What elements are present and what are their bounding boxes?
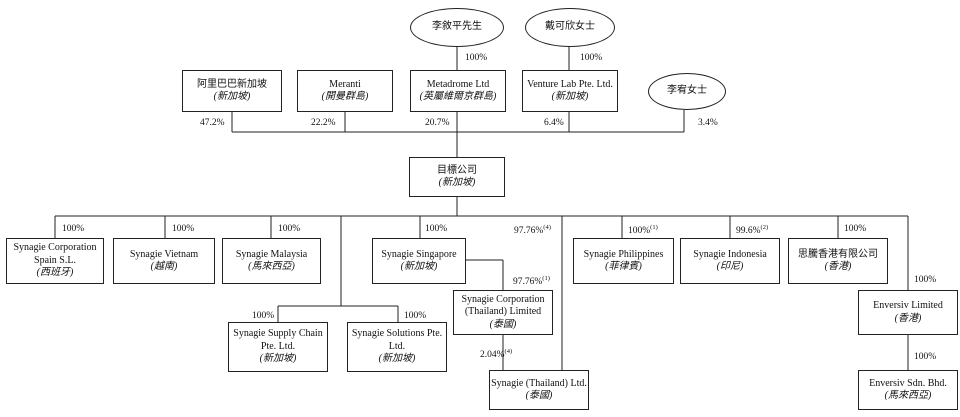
subsidiary-thailand-corp: Synagie Corporation (Thailand) Limited (… xyxy=(453,290,553,335)
node-place: (香港) xyxy=(824,261,852,272)
node-name: Synagie Corporation Spain S.L. xyxy=(13,242,97,266)
node-name: Synagie Vietnam xyxy=(129,248,199,260)
target-company: 目標公司 (新加坡) xyxy=(409,157,505,197)
subsidiary-hk: 思騰香港有限公司 (香港) xyxy=(788,238,888,284)
node-place: (開曼群島) xyxy=(321,91,369,102)
node-place: (泰國) xyxy=(525,390,553,401)
node-name: Synagie Supply Chain Pte. Ltd. xyxy=(233,328,323,352)
pct-vietnam: 100% xyxy=(172,224,195,234)
node-name: Synagie Philippines xyxy=(583,248,664,260)
shareholder-metadrome: Metadrome Ltd (英屬維爾京群島) xyxy=(410,70,506,112)
node-name: Meranti xyxy=(329,78,361,90)
pct-alibaba: 47.2% xyxy=(200,118,225,128)
node-name: 戴可欣女士 xyxy=(545,21,595,33)
subsidiary-singapore: Synagie Singapore (新加坡) xyxy=(372,238,466,284)
node-place: (英屬維爾京群島) xyxy=(419,91,497,102)
pct-dai-to-venture: 100% xyxy=(580,53,603,63)
footnote-ref: (4) xyxy=(504,348,513,355)
pct-li-you: 3.4% xyxy=(698,118,718,128)
node-name: Synagie Singapore xyxy=(381,248,457,260)
node-place: (馬來西亞) xyxy=(884,390,932,401)
shareholder-venture-lab: Venture Lab Pte. Ltd. (新加坡) xyxy=(522,70,618,112)
pct-value: 97.76% xyxy=(514,226,544,237)
pct-li-to-metadrome: 100% xyxy=(465,53,488,63)
subsidiary-thailand-ltd: Synagie (Thailand) Ltd. (泰國) xyxy=(489,370,589,410)
pct-meranti: 22.2% xyxy=(311,118,336,128)
footnote-ref: (2) xyxy=(760,224,769,231)
node-name: Enversiv Limited xyxy=(873,300,943,311)
node-name: Metadrome Ltd xyxy=(426,78,490,90)
subsidiary-supply-chain: Synagie Supply Chain Pte. Ltd. (新加坡) xyxy=(228,322,328,372)
shareholder-li-you: 李宥女士 xyxy=(648,73,726,110)
subsidiary-spain: Synagie Corporation Spain S.L. (西班牙) xyxy=(6,238,104,284)
node-name: 李宥女士 xyxy=(667,85,707,97)
subsidiary-malaysia: Synagie Malaysia (馬來西亞) xyxy=(222,238,321,284)
shareholder-meranti: Meranti (開曼群島) xyxy=(297,70,393,112)
subsidiary-vietnam: Synagie Vietnam (越南) xyxy=(113,238,215,284)
subsidiary-indonesia: Synagie Indonesia (印尼) xyxy=(680,238,780,284)
pct-value: 100% xyxy=(628,226,651,237)
pct-metadrome: 20.7% xyxy=(425,118,450,128)
pct-venture-lab: 6.4% xyxy=(544,118,564,128)
shareholder-alibaba-sg: 阿里巴巴新加坡 (新加坡) xyxy=(182,70,282,112)
footnote-ref: (1) xyxy=(542,275,550,282)
node-name: Venture Lab Pte. Ltd. xyxy=(527,78,613,90)
subsidiary-solutions: Synagie Solutions Pte. Ltd. (新加坡) xyxy=(347,322,447,372)
pct-thailand-ltd-via-corp: 2.04%(4) xyxy=(480,348,512,360)
node-place: (菲律賓) xyxy=(605,261,642,272)
subsidiary-enversiv: Enversiv Limited (香港) xyxy=(858,290,958,335)
pct-hk: 100% xyxy=(844,224,867,234)
pct-indonesia: 99.6%(2) xyxy=(736,224,768,236)
node-place: (新加坡) xyxy=(400,261,438,272)
pct-enversiv: 100% xyxy=(914,275,937,285)
pct-spain: 100% xyxy=(62,224,85,234)
pct-value: 97.76% xyxy=(513,277,543,288)
node-place: (西班牙) xyxy=(36,267,74,279)
pct-solutions: 100% xyxy=(404,311,427,321)
pct-enversiv-sdn: 100% xyxy=(914,352,937,362)
node-place: (香港) xyxy=(894,312,922,324)
node-name: Synagie Solutions Pte. Ltd. xyxy=(351,328,443,352)
node-name: 阿里巴巴新加坡 xyxy=(197,78,267,90)
node-place: (新加坡) xyxy=(259,353,297,365)
subsidiary-philippines: Synagie Philippines (菲律賓) xyxy=(573,238,674,284)
node-place: (印尼) xyxy=(716,261,744,272)
pct-malaysia: 100% xyxy=(278,224,301,234)
node-name: Synagie (Thailand) Ltd. xyxy=(491,377,587,389)
node-name: Synagie Indonesia xyxy=(693,248,767,260)
node-place: (新加坡) xyxy=(378,353,416,365)
pct-thailand-ltd-direct: 97.76%(4) xyxy=(514,224,551,236)
footnote-ref: (1) xyxy=(650,224,658,231)
node-name: 思騰香港有限公司 xyxy=(798,248,878,260)
node-place: (泰國) xyxy=(489,318,517,330)
node-name: Enversiv Sdn. Bhd. xyxy=(869,377,947,389)
node-name: 目標公司 xyxy=(437,164,477,176)
subsidiary-enversiv-sdn: Enversiv Sdn. Bhd. (馬來西亞) xyxy=(858,370,958,410)
pct-value: 99.6% xyxy=(736,226,761,237)
node-name: Synagie Malaysia xyxy=(235,248,308,260)
node-place: (新加坡) xyxy=(551,91,589,102)
pct-singapore: 100% xyxy=(425,224,448,234)
shareholder-li-xuping: 李敘平先生 xyxy=(410,8,504,47)
node-place: (新加坡) xyxy=(213,91,251,102)
node-name: 李敘平先生 xyxy=(432,21,482,33)
node-name: Synagie Corporation (Thailand) Limited xyxy=(461,293,545,318)
footnote-ref: (4) xyxy=(543,224,551,231)
shareholder-dai-kexin: 戴可欣女士 xyxy=(525,8,615,47)
pct-philippines: 100%(1) xyxy=(628,224,658,236)
node-place: (越南) xyxy=(150,261,178,272)
pct-thailand-corp: 97.76%(1) xyxy=(513,275,550,287)
pct-value: 2.04% xyxy=(480,350,505,361)
pct-supply-chain: 100% xyxy=(252,311,275,321)
node-place: (馬來西亞) xyxy=(248,261,295,272)
node-place: (新加坡) xyxy=(438,177,476,188)
